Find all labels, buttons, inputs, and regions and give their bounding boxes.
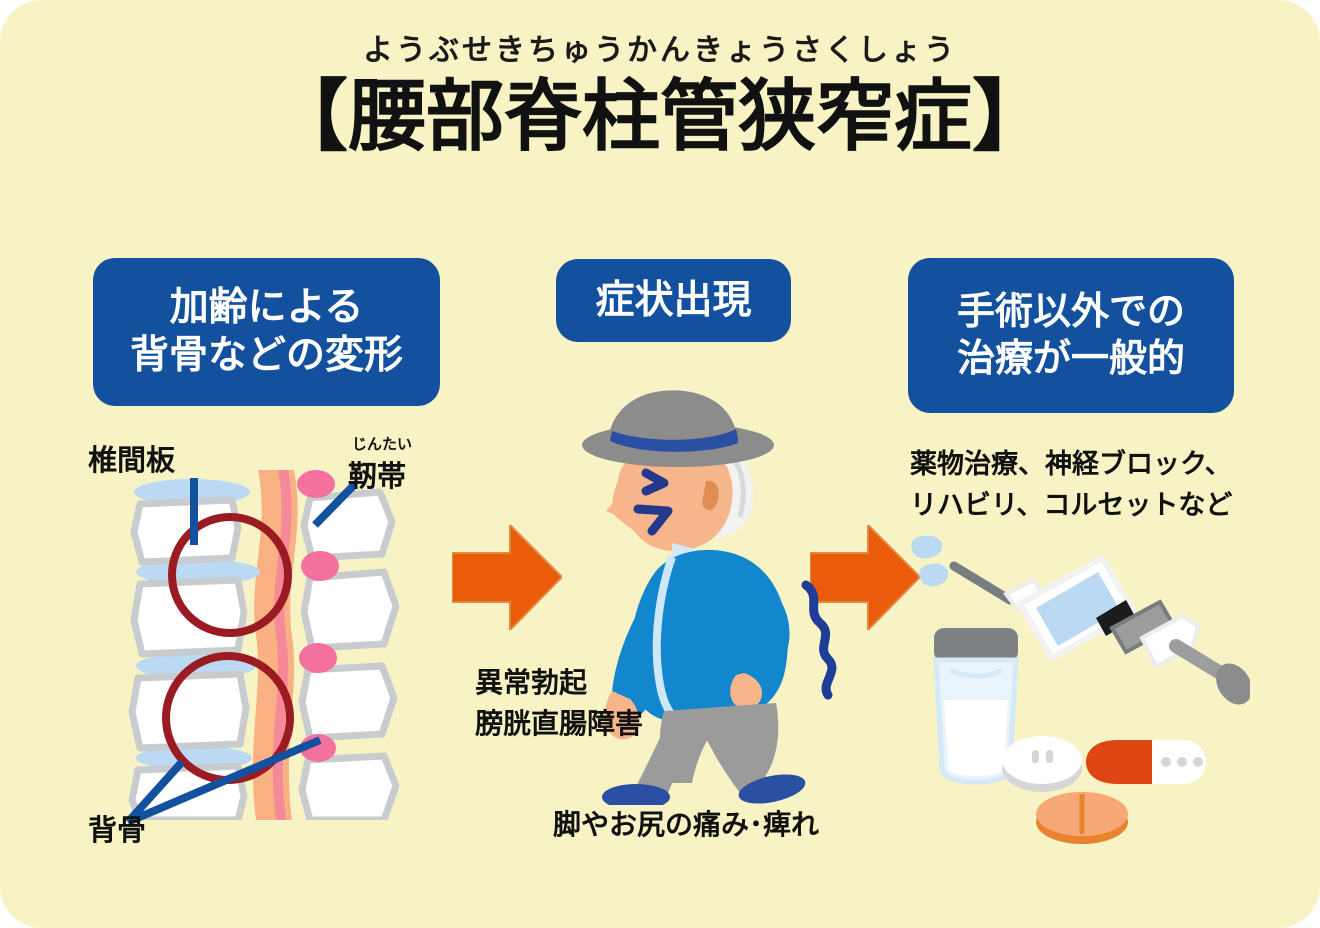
right-arrow-icon [452,525,562,630]
label-ligament: 靭帯 [348,461,407,493]
stage-3-line-2: 治療が一般的 [956,337,1185,380]
stage-1-line-1: 加齢による [169,286,364,330]
treatment-line-2: リハビリ、コルセットなど [910,489,1233,520]
label-additional-symptoms: 異常勃起 膀胱直腸障害 [475,663,643,744]
symptom-line-1: 異常勃起 [475,667,588,698]
droplet-icon [911,535,943,559]
elderly-walking-person-icon [582,390,837,805]
capsule-icon [1086,740,1206,784]
title-block: ようぶせきちゅうかんきょうさくしょう 【腰部脊柱管狭窄症】 [0,36,1320,158]
stage-box-symptom-onset[interactable]: 症状出現 [556,259,791,342]
stage-box-nonsurgical-treatment[interactable]: 手術以外での 治療が一般的 [908,258,1234,413]
label-backbone: 背骨 [88,815,147,847]
spine-label-pointer-lines [125,478,358,826]
stage-1-line-2: 背骨などの変形 [129,334,403,377]
right-arrow-icon [810,525,920,630]
highlight-circle-upper [168,513,292,637]
label-leg-and-buttock-pain: 脚やお尻の痛み･痺れ [553,809,820,840]
page-title: 【腰部脊柱管狭窄症】 [269,72,1050,160]
label-ligament-furigana: じんたい [352,436,413,453]
stage-2-line-1: 症状出現 [595,278,752,322]
orange-tablet-icon [1036,792,1128,844]
stage-3-line-1: 手術以外での [956,291,1185,334]
treatment-line-1: 薬物治療、神経ブロック、 [910,449,1232,479]
spine-diagram-icon [128,470,400,820]
title-furigana: ようぶせきちゅうかんきょうさくしょう [363,34,957,67]
pain-squiggle-icon [801,580,837,700]
pills-icon [1002,736,1206,844]
label-intervertebral-disc: 椎間板 [88,445,176,477]
syringe-icon [949,553,1250,705]
medication-illustration [911,535,1250,844]
label-treatment-options: 薬物治療、神経ブロック、 リハビリ、コルセットなど [910,444,1232,525]
medicine-vial-icon [933,628,1019,785]
droplet-icon [919,563,949,587]
stage-box-aging-deformity[interactable]: 加齢による 背骨などの変形 [93,258,440,406]
symptom-line-2: 膀胱直腸障害 [475,707,644,739]
